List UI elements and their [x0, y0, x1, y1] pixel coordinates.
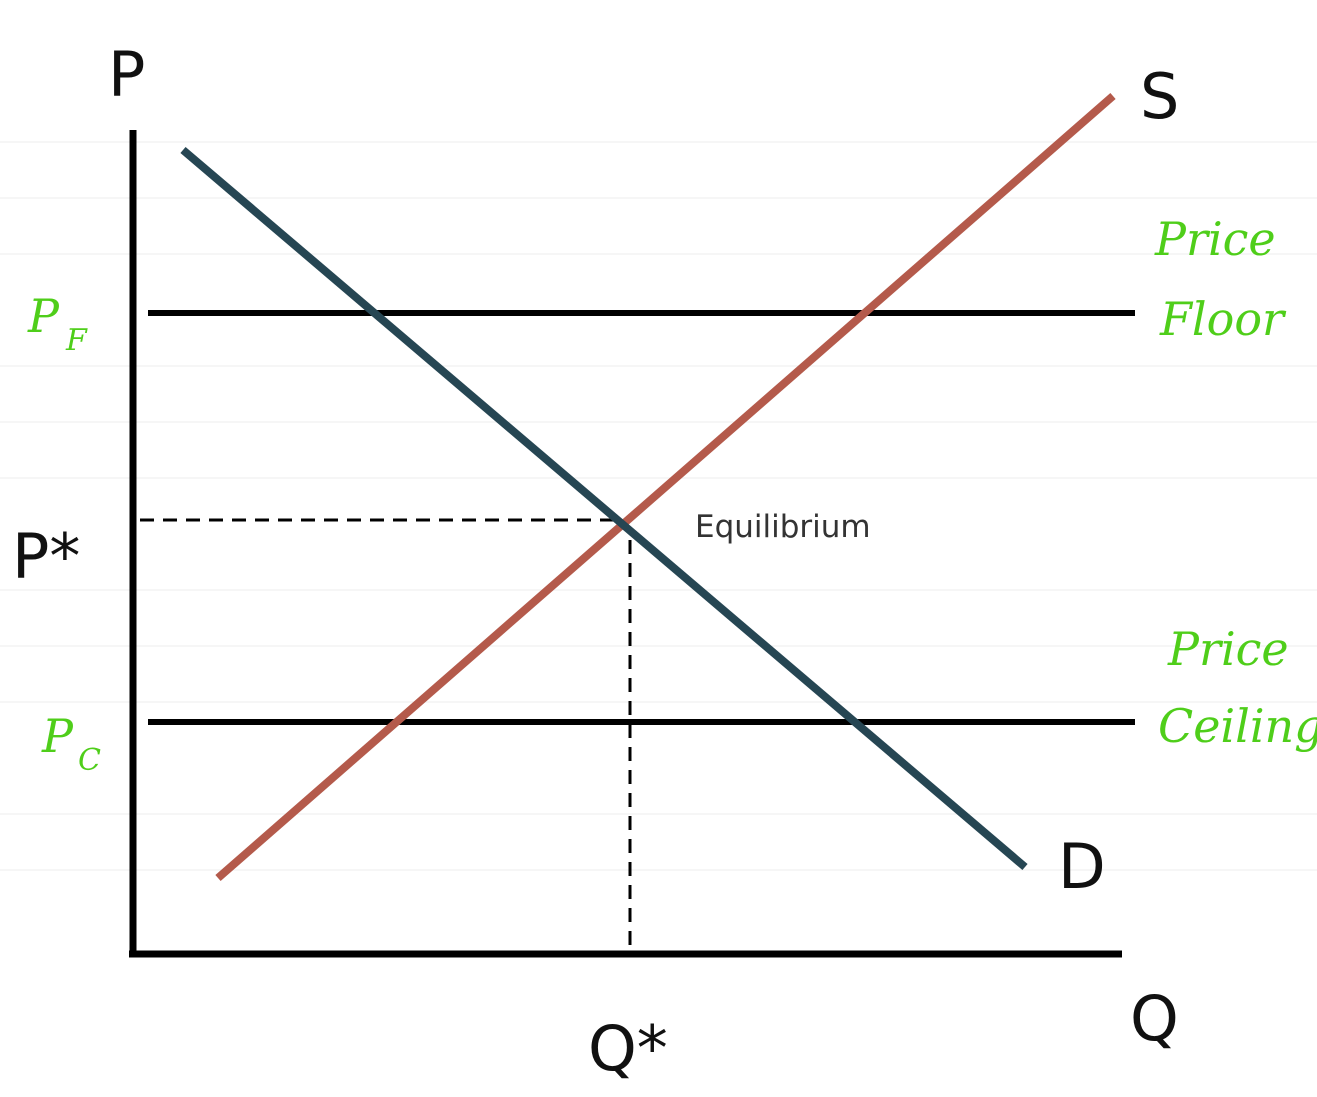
background-rules	[0, 141, 1317, 871]
equilibrium-label: Equilibrium	[695, 509, 871, 545]
demand-label: D	[1058, 830, 1106, 903]
price-floor-note-line2: Floor	[1159, 292, 1287, 346]
price-ceiling-note-line2: Ceiling	[1158, 699, 1317, 753]
supply-label: S	[1140, 60, 1179, 133]
equilibrium-quantity-label: Q*	[588, 1012, 668, 1085]
price-floor-symbol: P	[27, 289, 60, 343]
price-ceiling-symbol: P	[41, 709, 74, 763]
price-ceiling-note-line1: Price	[1167, 622, 1289, 676]
price-floor-note-line1: Price	[1154, 212, 1276, 266]
demand-curve	[180, 146, 1028, 871]
x-axis-label: Q	[1130, 982, 1179, 1055]
price-floor-axis-label: P F	[27, 289, 88, 358]
y-axis-label: P	[108, 38, 145, 111]
price-floor-subscript: F	[65, 323, 88, 358]
equilibrium-price-label: P*	[12, 520, 80, 593]
price-ceiling-axis-label: P C	[41, 709, 101, 778]
price-ceiling-subscript: C	[78, 743, 101, 778]
supply-curve	[215, 92, 1116, 882]
